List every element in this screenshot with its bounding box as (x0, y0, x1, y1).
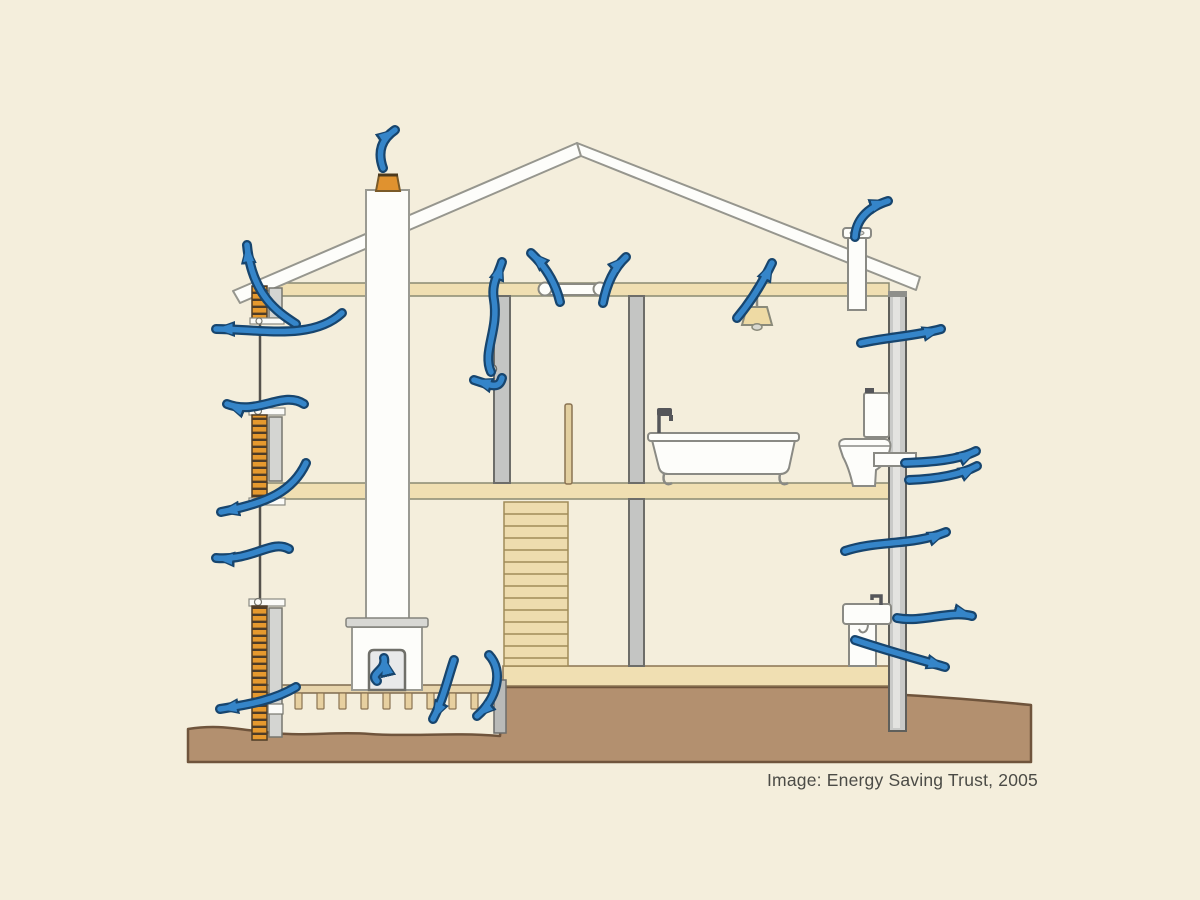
window-head-arrow (224, 397, 307, 416)
partitions (493, 295, 645, 667)
ceiling-light (740, 296, 774, 331)
ground-floor-wall-junction-arrow (217, 684, 299, 712)
bathroom-extractor-arrow (858, 326, 944, 346)
partition-riser-arrow (485, 259, 505, 375)
mantel-shelf (345, 617, 429, 628)
floor-joist (316, 692, 325, 710)
bathroom-partition (628, 295, 645, 484)
floor-joist (294, 692, 303, 710)
floor-joist (382, 692, 391, 710)
image-credit-caption: Image: Energy Saving Trust, 2005 (767, 770, 1038, 790)
ceiling-light-fitting-arrow (734, 260, 775, 321)
sink-tap (870, 594, 883, 605)
first-floor (260, 482, 890, 500)
sink-basin (842, 603, 892, 625)
soil-vent-pipe (842, 227, 872, 311)
floor-joist (404, 692, 413, 710)
bath-foot (662, 473, 673, 486)
chimney (365, 173, 410, 623)
roof (232, 142, 921, 304)
wall-crack-left-arrow (213, 543, 292, 565)
floorboard-gap-arrow-1 (430, 657, 457, 722)
floor-joist (426, 692, 435, 710)
right-external-wall (888, 291, 907, 732)
eaves-left-out-arrow (213, 310, 345, 335)
fireplace-draught-arrow (372, 655, 394, 684)
lamp-shade (740, 306, 774, 326)
toilet-cistern (863, 392, 890, 438)
air-leakage-arrows (211, 125, 982, 724)
floor-joist (448, 692, 457, 710)
brick-section-ground (248, 597, 286, 741)
window-sill-floor-junction-arrow (218, 460, 309, 515)
eaves-left-up-arrow (243, 242, 299, 327)
ground-floor-partition (628, 498, 645, 667)
floor-joist (360, 692, 369, 710)
air-brick-vent (267, 703, 284, 715)
skirting-board-arrow (852, 637, 948, 670)
staircase (503, 501, 569, 667)
floorboard-gap-arrow-2 (474, 652, 500, 719)
partition-socket-arrow (471, 375, 505, 391)
stair-newel-post (564, 403, 573, 485)
loft-hatch-left-arrow (528, 250, 563, 305)
toilet-pipe-arrow-upper (902, 448, 979, 466)
chimney-pot (374, 174, 402, 192)
left-external-wall (248, 285, 286, 741)
floor-joist (338, 692, 347, 710)
bath-tap (657, 408, 673, 433)
floor-joist (470, 692, 479, 710)
bath-foot (778, 473, 789, 486)
roof-right-slope (576, 142, 921, 291)
lamp-bulb (751, 323, 763, 331)
toilet-pipe-arrow-lower (906, 463, 980, 483)
chimney-flue-arrow (377, 127, 398, 171)
toilet (838, 388, 917, 487)
bathtub (647, 408, 800, 486)
kitchen-sink-pipe-arrow (894, 606, 975, 622)
solid-ground-floor (502, 665, 894, 687)
sink-drain (858, 623, 869, 634)
wall-service-penetration-arrow (842, 529, 949, 554)
loft-hatch-right-arrow (600, 254, 629, 306)
soil-pipe-roof-arrow (852, 198, 891, 240)
kitchen-sink (842, 594, 892, 667)
flush-lever (865, 388, 874, 393)
toilet-bowl (838, 438, 892, 487)
